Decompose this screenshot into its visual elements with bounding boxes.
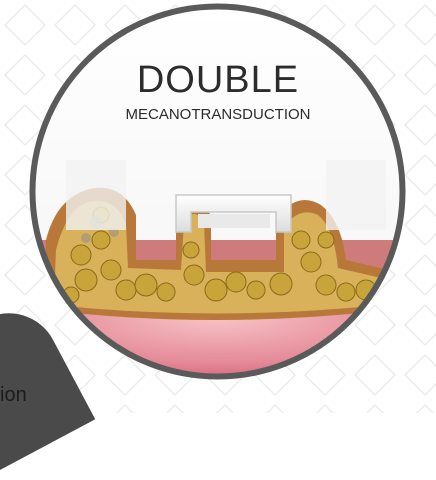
badge-title: DOUBLE — [0, 60, 436, 100]
badge-subtitle: MECANOTRANSDUCTION — [0, 106, 436, 124]
corner-text: ion — [0, 384, 27, 407]
badge-circle — [26, 0, 409, 383]
